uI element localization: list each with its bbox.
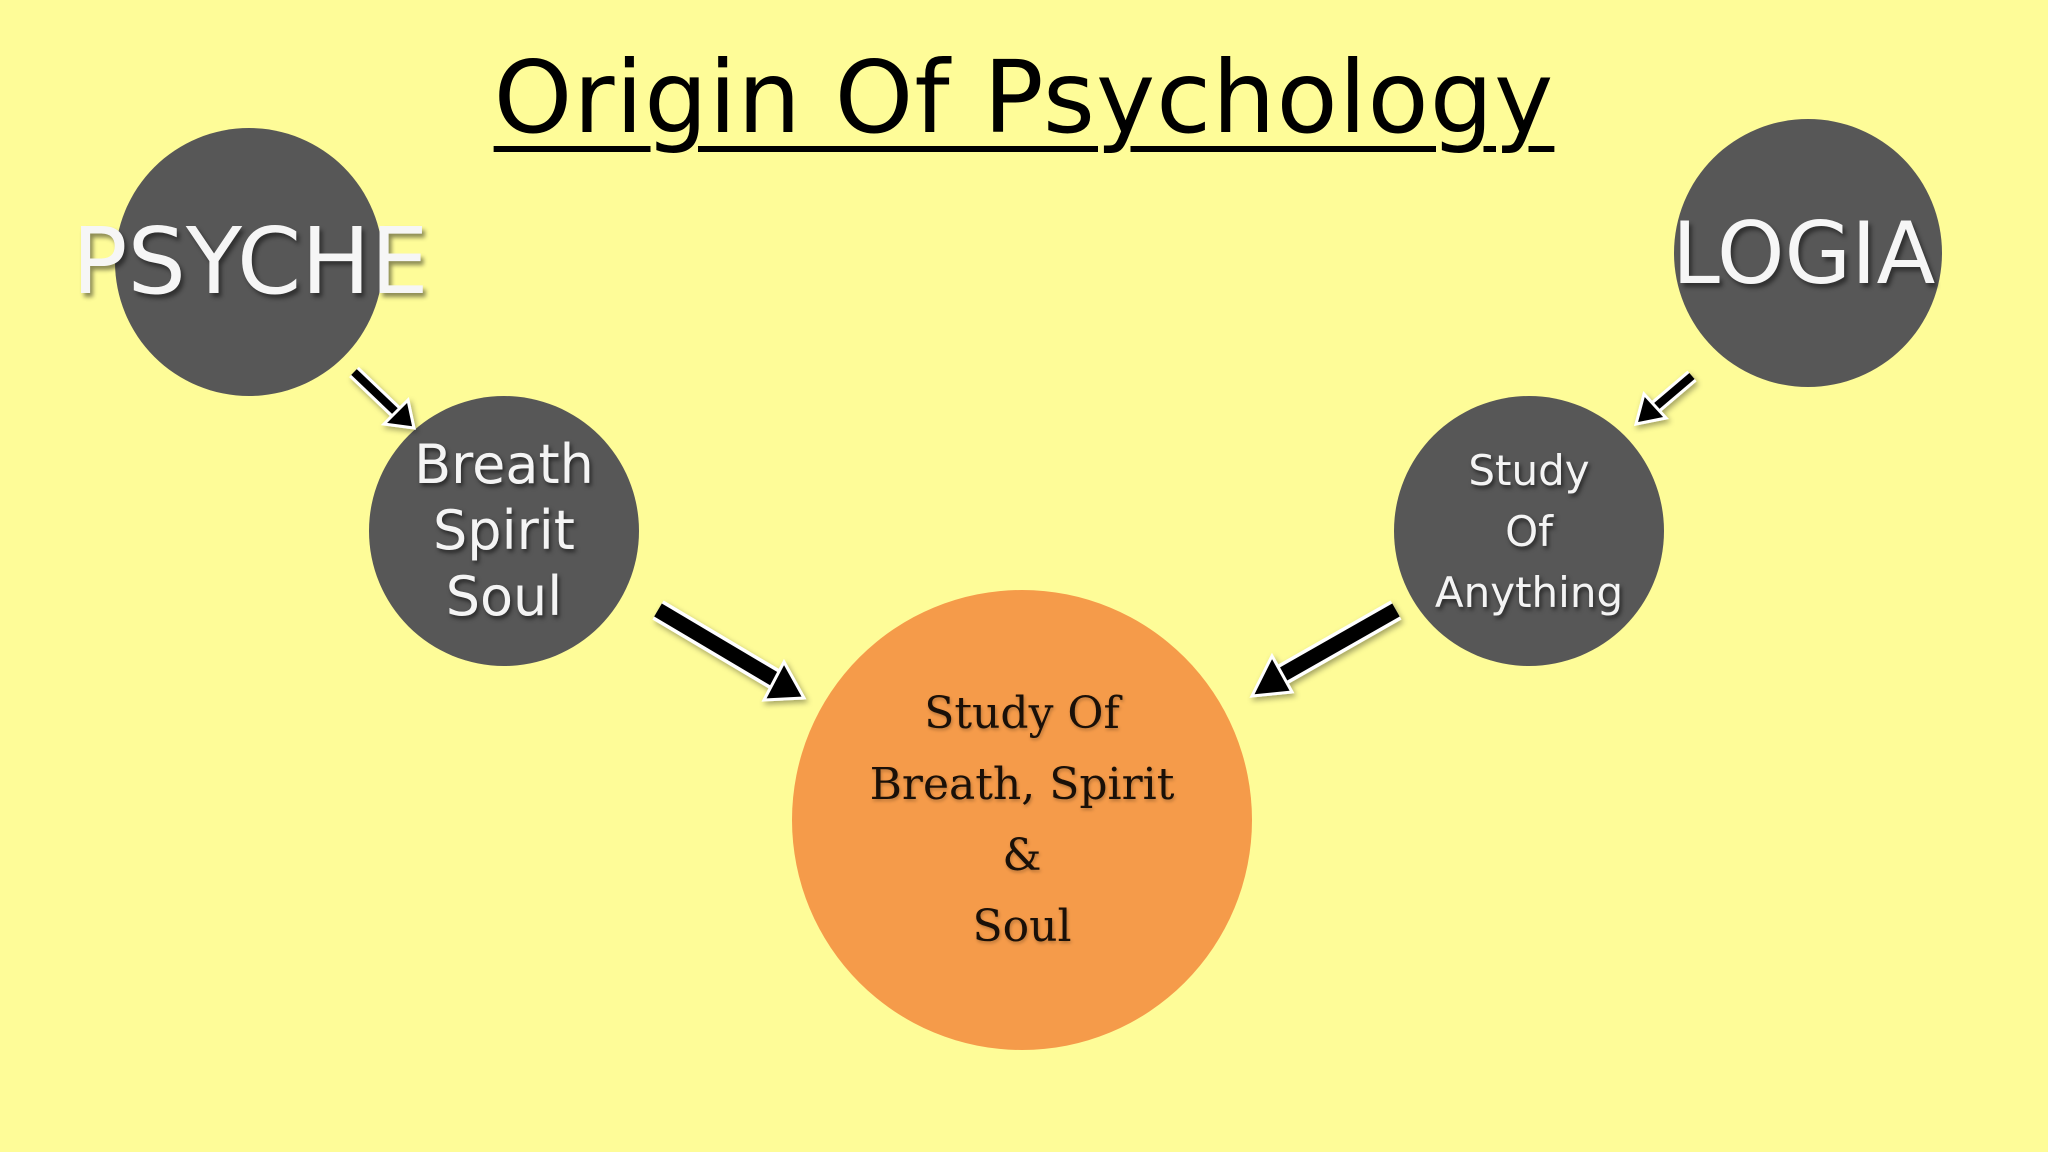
logia-label: LOGIA xyxy=(1672,204,1936,304)
arrow-logia-meaning-to-result xyxy=(1249,600,1402,698)
psyche-meaning-label: Breath Spirit Soul xyxy=(414,433,594,628)
result-label: Study Of Breath, Spirit & Soul xyxy=(869,688,1175,952)
psyche-node xyxy=(115,128,383,396)
arrow-logia-to-meaning xyxy=(1633,370,1697,426)
page-title: Origin Of Psychology xyxy=(493,39,1555,156)
logia-meaning-label: Study Of Anything xyxy=(1434,445,1624,617)
psyche-label: PSYCHE xyxy=(72,208,429,315)
arrow-psyche-meaning-to-result xyxy=(652,600,807,702)
logia-meaning-node: Study Of Anything xyxy=(1394,396,1664,666)
logia-node xyxy=(1674,119,1942,387)
arrow-psyche-to-meaning xyxy=(349,366,416,430)
result-node: Study Of Breath, Spirit & Soul xyxy=(792,590,1252,1050)
psyche-meaning-node: Breath Spirit Soul xyxy=(369,396,639,666)
